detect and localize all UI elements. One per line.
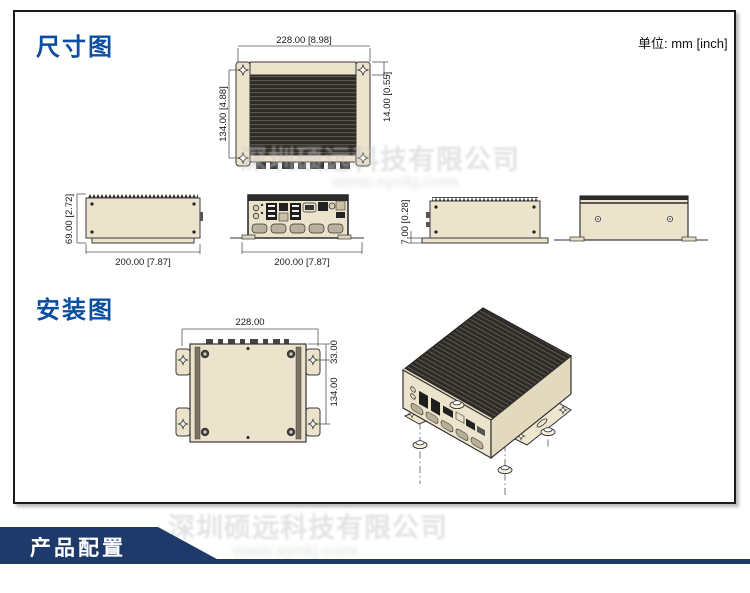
dim-mount-offset: 33.00 bbox=[329, 340, 340, 364]
dim-side-height: 69.00 [2.72] bbox=[64, 194, 75, 244]
mount-screws bbox=[200, 349, 296, 437]
dim-foot-height: 7.00 [0.28] bbox=[400, 200, 411, 245]
dim-front-width: 200.00 [7.87] bbox=[274, 257, 329, 268]
dim-mount-width: 228.00 bbox=[235, 317, 264, 328]
mounting-iso-view-drawing bbox=[401, 307, 573, 497]
watermark-url: www.syckj.com bbox=[332, 172, 458, 191]
watermark-url-2: www.syckj.com bbox=[232, 541, 358, 560]
front-io-ports bbox=[251, 200, 346, 234]
content-frame bbox=[13, 10, 736, 504]
installation-section-title: 安装图 bbox=[36, 297, 114, 324]
unit-label: 单位: mm [inch] bbox=[638, 36, 728, 51]
dim-mount-span: 134.00 bbox=[329, 377, 340, 406]
top-view-drawing: 228.00 [8.98] 134.00 [4.88] 14.00 [0.55] bbox=[218, 35, 393, 169]
watermark-company: 深圳硕远科技有限公司 bbox=[240, 145, 520, 175]
front-view-drawing: 200.00 [7.87] bbox=[230, 194, 364, 268]
dim-top-strip: 14.00 [0.55] bbox=[382, 72, 393, 122]
footer-section-title: 产品配置 bbox=[30, 537, 126, 560]
dim-side-width: 200.00 [7.87] bbox=[115, 257, 170, 268]
rear-view-drawing bbox=[554, 195, 708, 242]
dimensions-section-title: 尺寸图 bbox=[36, 34, 114, 61]
iso-front-ports bbox=[410, 386, 485, 450]
footer-banner-line bbox=[0, 559, 750, 564]
dim-top-height: 134.00 [4.88] bbox=[218, 86, 229, 141]
side-view2-drawing: 7.00 [0.28] bbox=[400, 197, 549, 245]
mounting-bottom-view-drawing: 228.00 33.00 134.00 bbox=[175, 317, 340, 443]
watermark-company-2: 深圳硕远科技有限公司 bbox=[168, 513, 448, 543]
side-view-drawing: 69.00 [2.72] 200.00 [7.87] bbox=[64, 193, 203, 268]
dim-top-width: 228.00 [8.98] bbox=[276, 35, 331, 46]
top-view-connectors bbox=[256, 162, 350, 169]
